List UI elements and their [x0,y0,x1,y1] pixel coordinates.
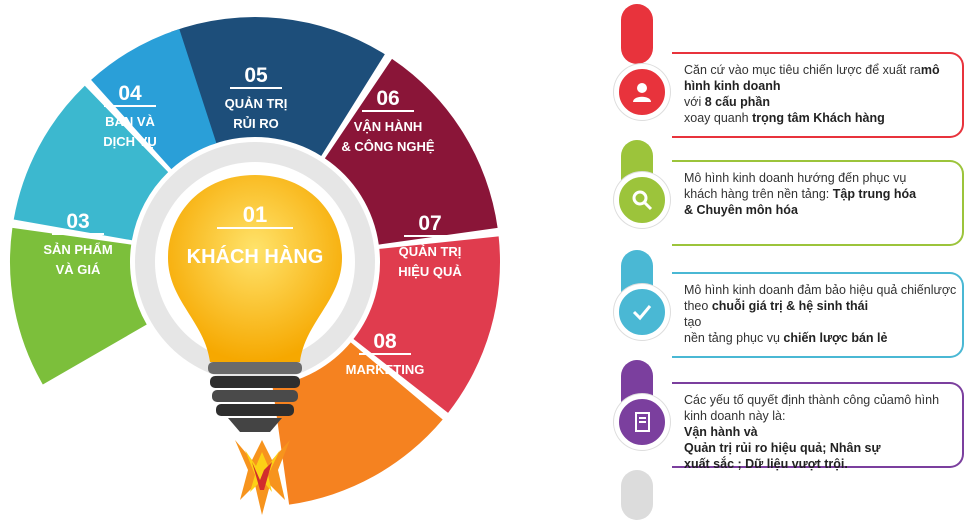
timeline-bar-end [621,470,653,520]
segment-label: HIỆU QUẢ [398,264,462,279]
segment-number: 07 [418,212,441,235]
segment-label: SẢN PHẨM [43,242,112,257]
segment-label: VẬN HÀNH [354,119,423,134]
segment-label: NHÂN SỰ [98,369,159,384]
segment-04 [91,28,217,170]
segment-08 [272,342,443,505]
card-text-segment: nền tảng phục vụ [684,331,784,345]
segment-label: RỦI RO [233,116,279,131]
card-text: Căn cứ vào mục tiêu chiến lược để xuất r… [684,62,964,126]
segment-number: 05 [244,64,268,87]
card-text-segment: Mô hình kinh doanh đảm bảo hiệu quả chiế… [684,283,931,297]
card-text-segment: chuỗi giá trị & hệ sinh thái [711,299,869,313]
card-text-segment: Các yếu tố quyết định thành công của [684,393,894,407]
card-text-segment: 8 cấu phần [704,95,770,109]
segment-02 [9,227,147,385]
center-label: KHÁCH HÀNG [187,245,324,268]
card-text-segment: Quản trị rủi ro hiệu quả; Nhân sự [684,441,881,455]
card-text-segment: & Chuyên môn hóa [684,203,798,217]
info-card [672,382,964,468]
info-card [672,160,964,246]
segment-number: 04 [118,82,142,105]
info-card [672,52,964,138]
card-text-segment: xoay quanh [684,111,753,125]
info-card [672,272,964,358]
segment-label: BÁN VÀ [105,114,155,129]
person-icon [614,64,670,120]
segment-label: VÀ GIÁ [56,262,101,277]
center-number: 01 [243,202,267,227]
card-text-segment: xuất sắc ; Dữ liệu vượt trội. [684,457,848,471]
lightbulb [168,175,342,515]
segment-label: QUẢN TRỊ [399,244,462,259]
card-text-segment: lược theo [684,283,957,313]
card-text-segment: Mô hình kinh doanh hướng đến phục vụ [684,171,907,185]
magnifier-icon [614,172,670,228]
notebook-icon [614,394,670,450]
card-text-segment: Căn cứ vào mục tiêu chiến lược để xuất r… [684,63,921,77]
card-text-segment: trọng tâm Khách hàng [752,111,885,125]
segment-06 [324,58,498,245]
card-text-segment: khách hàng trên nền tảng: [684,187,833,201]
card-text-segment: mô hình kinh doanh này là: [684,393,940,423]
timeline-bar-red [621,4,653,64]
card-text: Mô hình kinh doanh hướng đến phục vụ khác… [684,170,964,218]
segment-label: TỔ CHỨC [98,409,159,424]
segment-label: & CÔNG NGHỆ [341,139,435,154]
segment-label: & CƠ CẤU [95,389,160,404]
segment-number: 08 [373,330,397,353]
card-text-segment: Vận hành và [684,425,758,439]
segment-03 [13,85,169,241]
segment-label: DỊCH VỤ [103,134,156,149]
card-text-segment: Tập trung hóa [832,187,917,201]
segment-07 [353,236,500,413]
segment-number: 02 [116,337,139,360]
checkmark-icon [614,284,670,340]
segment-number: 03 [66,210,89,233]
card-text-segment: tạo [684,315,702,329]
card-text: Các yếu tố quyết định thành công củamô h… [684,392,964,472]
segment-label: MARKETING [346,362,425,377]
card-text-segment: mô hình kinh doanh [684,63,940,93]
card-text-segment: với [684,95,705,109]
segment-05 [171,17,385,156]
card-text-segment: chiến lược bán lẻ [783,331,888,345]
segment-number: 06 [376,87,399,110]
card-text: Mô hình kinh doanh đảm bảo hiệu quả chiế… [684,282,964,346]
segment-label: QUẢN TRỊ [225,96,288,111]
